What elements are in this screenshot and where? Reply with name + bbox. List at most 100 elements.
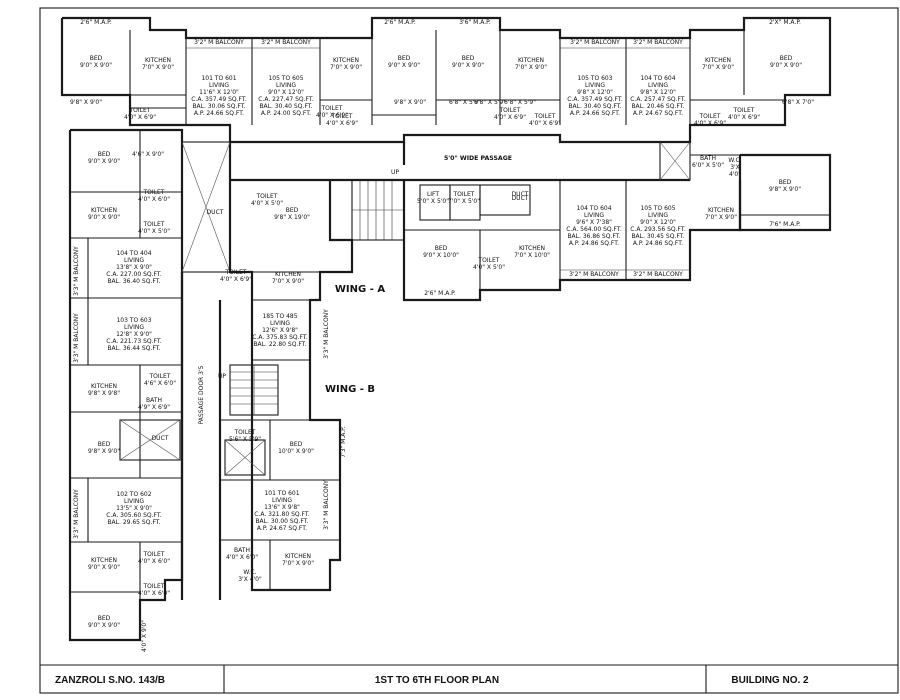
room-label-line: 3'3" M BALCONY [73,313,80,363]
room-label-line: KITCHEN [91,383,117,390]
room-label: 3'2" M BALCONY [633,271,683,278]
passage-door-label: PASSAGE DOOR 3'5 [198,365,205,424]
room-label-line: 7'0" X 9'0" [705,214,737,221]
room-label-line: 3'3" M BALCONY [323,480,330,530]
room-label-line: 9'0" X 9'0" [88,564,120,571]
room-label-line: 9'0" X 12'0" [640,219,676,226]
room-label-line: BAL. 30.45 SQ.FT. [631,233,684,240]
room-label-line: 7'3" M.A.P. [340,426,347,458]
room-label-line: LIVING [124,498,144,505]
room-label-line: LIVING [585,82,605,89]
room-label-line: 3'X 4'0" [238,576,262,583]
room-label-line: 105 TO 605 [268,75,303,82]
room-label-line: 4'0" X 6'0" [226,554,258,561]
room-label-line: 2'6" M.A.P. [80,19,112,26]
room-label-line: KITCHEN [708,207,734,214]
room-label-line: 9'8" X 9'0" [70,99,102,106]
room-label-line: BAL. 30.00 SQ.FT. [255,518,308,525]
room-label-line: BED [98,441,111,448]
room-label-line: BED [98,151,111,158]
room-label-line: KITCHEN [145,57,171,64]
room-label-line: 9'8" X 9'0" [769,186,801,193]
room-label-line: 7'0" X 9'0" [142,64,174,71]
room-label-line: LIVING [648,82,668,89]
room-label-line: 103 TO 603 [116,317,151,324]
room-label-line: C.A. 305.60 SQ.FT. [106,512,162,519]
core-area [119,141,691,461]
room-label: 4'6" X 9'0" [132,151,164,158]
room-label-line: BAL. 30.40 SQ.FT. [568,103,621,110]
sheet-border [39,7,899,694]
room-label-line: TOILET [453,191,475,198]
room-label-line: DUCT [207,209,224,216]
room-label: 2'6" M.A.P. [80,19,112,26]
room-label-line: KITCHEN [91,557,117,564]
room-label: 3'6" M.A.P. [459,19,491,26]
room-label-line: TOILET [149,373,171,380]
room-label-line: 2'X" M.A.P. [769,19,801,26]
room-label-line: BATH [146,397,162,404]
room-label-line: 4'0" X 9'0" [141,620,148,652]
room-label-line: 4'9" X 6'9" [138,404,170,411]
room-label-line: 6'8" X 5'9" [474,99,506,106]
room-label-line: 3'3" M BALCONY [323,309,330,359]
room-label-line: BED [290,441,303,448]
footer-plan-title: 1ST TO 6TH FLOOR PLAN [375,675,499,686]
room-label: 3'2" M BALCONY [633,39,683,46]
room-label-line: 2'6" M.A.P. [424,290,456,297]
room-label-line: 12'6" X 9'8" [262,327,298,334]
room-label: 2'X" M.A.P. [769,19,801,26]
room-label-line: BED [286,207,299,214]
room-label: 3'2" M BALCONY [569,271,619,278]
room-label-line: BAL. 20.46 SQ.FT. [631,103,684,110]
room-label-line: BAL. 36.44 SQ.FT. [107,345,160,352]
room-label-line: TOILET [331,113,353,120]
room-label-line: 9'8" X 9'0" [394,99,426,106]
room-label-line: LIVING [648,212,668,219]
room-label-line: LIVING [272,497,292,504]
stair-up-top: UP [391,169,399,176]
room-label-line: 7'0" X 9'0" [702,64,734,71]
room-label-line: KITCHEN [519,245,545,252]
room-label-line: TOILET [143,583,165,590]
room-label-line: C.A. 357.49 SQ.FT. [567,96,623,103]
room-label-line: 3'2" M BALCONY [261,39,311,46]
room-label-line: 9'0" X 9'0" [388,62,420,69]
room-label-line: 9'0" X 9'0" [80,62,112,69]
room-label-line: 4'0" X 6'9" [728,114,760,121]
room-label-line: TOILET [225,269,247,276]
room-label-line: TOILET [143,221,165,228]
room-label-line: 3'6" M.A.P. [459,19,491,26]
room-label-line: 6'8" X 5'9" [504,99,536,106]
room-label: 6'8" X 5'9" [449,99,481,106]
room-label-line: BATH [700,155,716,162]
wing-b-label: WING - B [325,384,375,395]
room-label-line: BATH [234,547,250,554]
room-label-line: 104 TO 604 [640,75,675,82]
room-label-line: C.A. 357.49 SQ.FT. [191,96,247,103]
room-label-line: 105 TO 605 [640,205,675,212]
labels-layer: 2'6" M.A.P. 2'6" M.A.P. 3'6" M.A.P. 2'X" M.… [70,19,814,652]
room-label-line: 9'8" X 9'0" [88,448,120,455]
